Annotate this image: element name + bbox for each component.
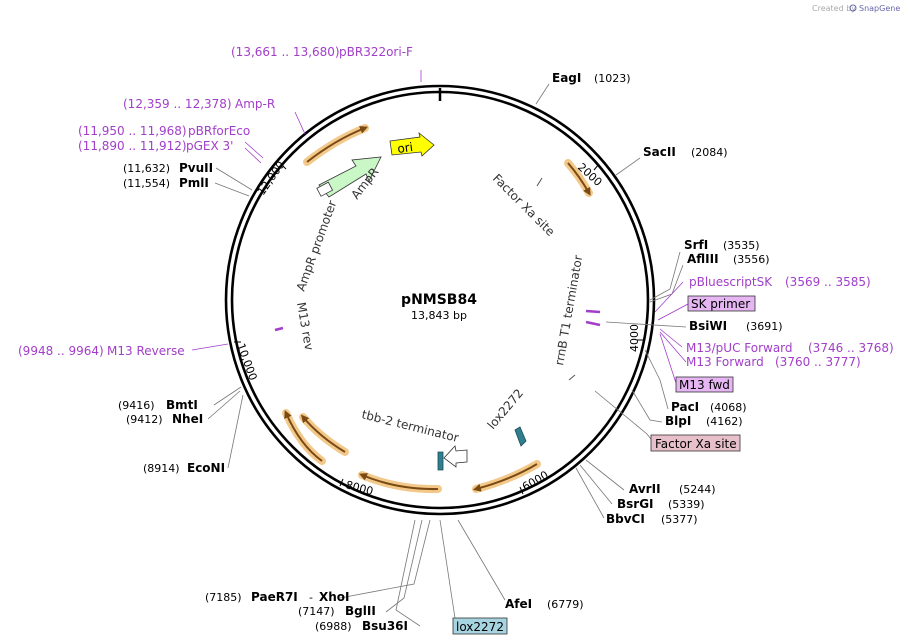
site-econi-name[interactable]: EcoNI bbox=[187, 461, 225, 475]
site-eagi-pos: (1023) bbox=[594, 72, 631, 85]
feature-arcs bbox=[282, 124, 593, 494]
site-pmli-name[interactable]: PmlI bbox=[179, 176, 209, 190]
sk-primer-marker bbox=[585, 309, 601, 314]
lox2272-box-label: lox2272 bbox=[456, 620, 504, 634]
site-avrii-name[interactable]: AvrII bbox=[629, 482, 661, 496]
lox2272-small-icon bbox=[437, 451, 444, 471]
ampr-promoter-marker bbox=[316, 181, 334, 197]
ori-arrow-icon bbox=[389, 131, 435, 157]
site-bglii-pos: (7147) bbox=[298, 605, 335, 618]
sk-primer-box[interactable] bbox=[687, 295, 756, 312]
tick-label-4000: 4000 bbox=[628, 324, 641, 352]
watermark-prefix: Created by bbox=[812, 4, 856, 13]
site-paci-name[interactable]: PacI bbox=[671, 400, 699, 414]
feature-label-tbb2: tbb-2 terminator bbox=[360, 407, 460, 445]
site-bsu36i-pos: (6988) bbox=[315, 620, 352, 633]
site-bbvci-pos: (5377) bbox=[661, 513, 698, 526]
ampr-arrow-icon bbox=[318, 156, 382, 198]
site-sacii-pos: (2084) bbox=[691, 146, 728, 159]
feature-label-rrnb: rrnB T1 terminator bbox=[552, 254, 585, 366]
primer-m13rev-name[interactable]: M13 Reverse bbox=[107, 344, 185, 358]
site-afliii-pos: (3556) bbox=[733, 253, 770, 266]
m13-fwd-marker bbox=[585, 320, 601, 327]
site-bsrgi-pos: (5339) bbox=[668, 498, 705, 511]
site-paer7i-sep: - bbox=[309, 591, 313, 604]
factor-xa-box[interactable] bbox=[650, 434, 741, 452]
primer-pbluescriptsk-pos: (3569 .. 3585) bbox=[785, 275, 871, 289]
feature-label-ampr-promoter: AmpR promoter bbox=[294, 199, 340, 293]
primer-pbrforeco-name[interactable]: pBRforEco bbox=[188, 124, 250, 138]
site-paer7i-name[interactable]: PaeR7I bbox=[251, 590, 298, 604]
site-eagi-name[interactable]: EagI bbox=[552, 71, 581, 85]
primer-pbluescriptsk-name[interactable]: pBluescriptSK bbox=[689, 275, 773, 289]
primer-ampr-pos: (12,359 .. 12,378) bbox=[123, 97, 232, 111]
backbone-outer bbox=[224, 84, 656, 516]
site-blpi-pos: (4162) bbox=[706, 415, 743, 428]
site-pmli-pos: (11,554) bbox=[123, 177, 170, 190]
primer-m13puc-name[interactable]: M13/pUC Forward bbox=[686, 341, 793, 355]
site-srfi-pos: (3535) bbox=[723, 239, 760, 252]
m13-rev-marker bbox=[274, 326, 284, 332]
tick-2000 bbox=[593, 163, 600, 171]
site-bsrgi-name[interactable]: BsrGI bbox=[617, 497, 654, 511]
site-bmti-name[interactable]: BmtI bbox=[166, 398, 198, 412]
factor-xa-box-label: Factor Xa site bbox=[655, 437, 737, 451]
site-avrii-pos: (5244) bbox=[679, 483, 716, 496]
tbb2-arrow-icon bbox=[443, 445, 468, 468]
snapgene-logo-icon bbox=[849, 4, 857, 12]
feature-label-factor-xa: Factor Xa site bbox=[490, 171, 558, 239]
tick-6000 bbox=[519, 486, 524, 495]
site-nhei-name[interactable]: NheI bbox=[172, 412, 203, 426]
site-srfi-name[interactable]: SrfI bbox=[684, 238, 708, 252]
site-paci-pos: (4068) bbox=[710, 401, 747, 414]
primer-pgex3-name[interactable]: pGEX 3' bbox=[186, 139, 233, 153]
site-bsu36i-name[interactable]: Bsu36I bbox=[362, 619, 408, 633]
tick-8000 bbox=[339, 478, 344, 487]
feature-label-lox2272: lox2272 bbox=[485, 386, 527, 432]
site-afliii-name[interactable]: AflIII bbox=[687, 252, 719, 266]
site-afei-name[interactable]: AfeI bbox=[505, 597, 532, 611]
tick-label-12000: 12,000 bbox=[255, 159, 288, 198]
site-sacii-name[interactable]: SacII bbox=[643, 145, 676, 159]
feature-label-m13-rev: M13 rev bbox=[294, 301, 316, 351]
plasmid-size: 13,843 bp bbox=[411, 309, 467, 322]
site-bbvci-name[interactable]: BbvCI bbox=[606, 512, 645, 526]
primer-pgex3-pos: (11,890 .. 11,912) bbox=[78, 139, 187, 153]
primer-m13puc-pos: (3746 .. 3768) bbox=[808, 341, 894, 355]
lox2272-arrow-icon bbox=[514, 426, 527, 447]
site-nhei-pos: (9412) bbox=[126, 413, 163, 426]
site-bsiwi-pos: (3691) bbox=[746, 320, 783, 333]
primer-leaders bbox=[191, 70, 689, 384]
site-blpi-name[interactable]: BlpI bbox=[665, 414, 691, 428]
m13-fwd-box-label: M13 fwd bbox=[679, 378, 730, 392]
site-afei-pos: (6779) bbox=[547, 598, 584, 611]
primer-pbr322ori-name[interactable]: pBR322ori-F bbox=[339, 45, 413, 59]
primer-m13rev-pos: (9948 .. 9964) bbox=[18, 344, 104, 358]
m13-fwd-box[interactable] bbox=[675, 376, 734, 393]
site-bglii-name[interactable]: BglII bbox=[345, 604, 376, 618]
watermark-brand: SnapGene bbox=[859, 4, 900, 13]
site-xhoi-name[interactable]: XhoI bbox=[319, 590, 350, 604]
plasmid-name: pNMSB84 bbox=[401, 292, 477, 308]
site-econi-pos: (8914) bbox=[143, 462, 180, 475]
primer-pbrforeco-pos: (11,950 .. 11,968) bbox=[78, 124, 187, 138]
feature-label-ori: ori bbox=[396, 140, 413, 156]
primer-m13fwd-pos: (3760 .. 3777) bbox=[775, 355, 861, 369]
site-paer7i-pos: (7185) bbox=[205, 591, 242, 604]
tick-12000 bbox=[280, 163, 287, 170]
rrnb-marker bbox=[568, 374, 576, 381]
site-pvuii-name[interactable]: PvuII bbox=[179, 161, 213, 175]
sk-primer-box-label: SK primer bbox=[691, 297, 750, 311]
lox2272-box[interactable] bbox=[452, 617, 508, 635]
primer-ampr-name[interactable]: Amp-R bbox=[235, 97, 275, 111]
tick-label-10000: 10,000 bbox=[234, 342, 259, 383]
primer-m13fwd-name[interactable]: M13 Forward bbox=[686, 355, 764, 369]
site-bsiwi-name[interactable]: BsiWI bbox=[689, 319, 727, 333]
primer-pbr322ori-pos: (13,661 .. 13,680) bbox=[231, 45, 340, 59]
factor-xa-marker bbox=[536, 177, 543, 187]
site-pvuii-pos: (11,632) bbox=[123, 162, 170, 175]
site-bmti-pos: (9416) bbox=[118, 399, 155, 412]
